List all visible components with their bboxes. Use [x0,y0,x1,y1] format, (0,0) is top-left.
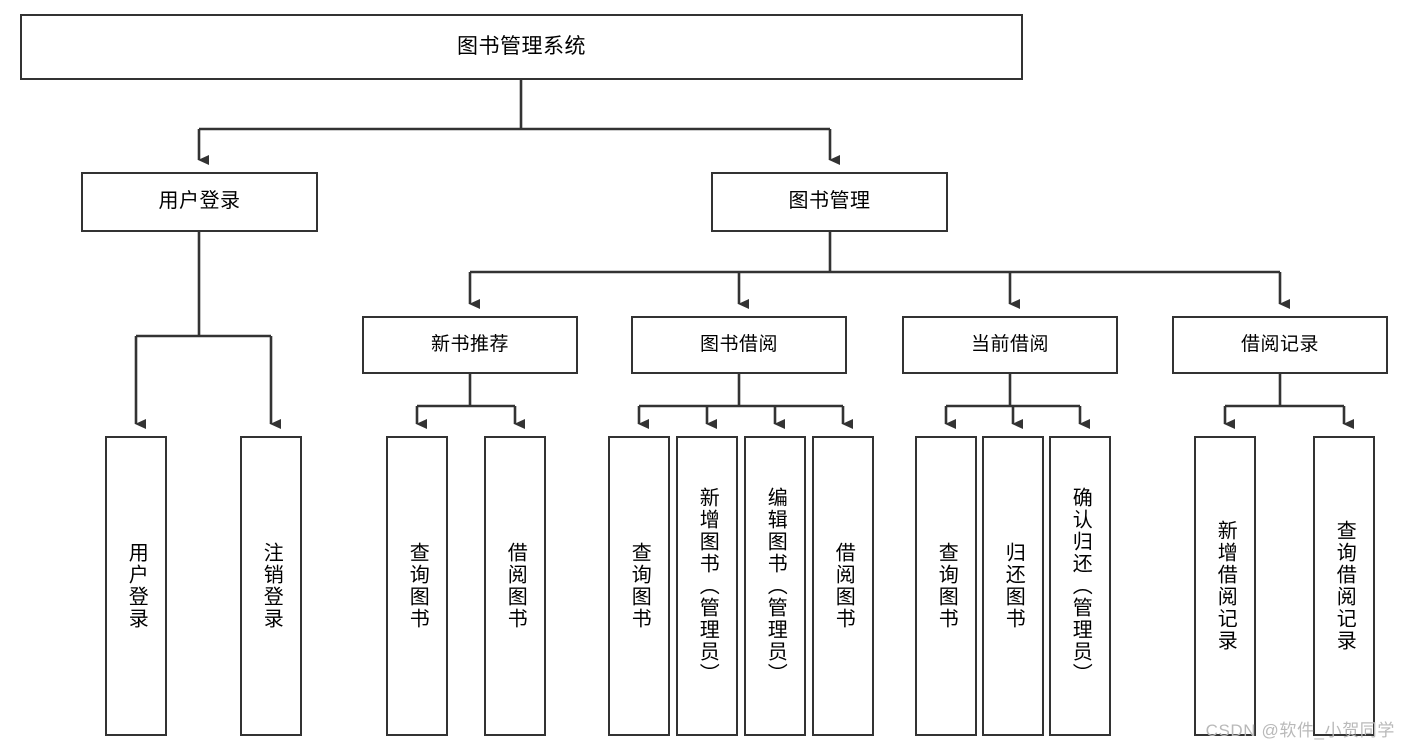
node-label: 查询图书 [935,542,958,630]
leaf-user-login[interactable]: 用户登录 [105,436,167,736]
node-label: 图书借阅 [699,333,778,355]
node-label: 借阅记录 [1240,333,1319,355]
node-root-book-management-system[interactable]: 图书管理系统 [20,14,1023,80]
node-book-manage[interactable]: 图书管理 [711,172,948,232]
node-label: 确认归还（管理员） [1069,487,1092,685]
node-label: 查询借阅记录 [1333,520,1356,652]
node-label: 用户登录 [125,542,148,630]
leaf-confirm-return-admin[interactable]: 确认归还（管理员） [1049,436,1111,736]
leaf-borrow-book-recommend[interactable]: 借阅图书 [484,436,546,736]
node-label: 查询图书 [406,542,429,630]
node-label: 借阅图书 [832,542,855,630]
node-label: 图书管理 [788,190,871,213]
node-label: 借阅图书 [504,542,527,630]
leaf-logout-login[interactable]: 注销登录 [240,436,302,736]
node-borrow-record[interactable]: 借阅记录 [1172,316,1388,374]
leaf-query-borrow-record[interactable]: 查询借阅记录 [1313,436,1375,736]
node-label: 当前借阅 [970,333,1049,355]
leaf-add-borrow-record[interactable]: 新增借阅记录 [1194,436,1256,736]
leaf-query-book-borrow[interactable]: 查询图书 [608,436,670,736]
node-new-book-recommend[interactable]: 新书推荐 [362,316,578,374]
leaf-query-book-current[interactable]: 查询图书 [915,436,977,736]
leaf-borrow-book[interactable]: 借阅图书 [812,436,874,736]
leaf-query-book-recommend[interactable]: 查询图书 [386,436,448,736]
node-label: 新增图书（管理员） [696,487,719,685]
leaf-edit-book-admin[interactable]: 编辑图书（管理员） [744,436,806,736]
csdn-watermark: CSDN @软件_小贺同学 [1205,721,1395,740]
node-label: 编辑图书（管理员） [764,487,787,685]
node-label: 查询图书 [628,542,651,630]
node-label: 用户登录 [158,190,241,213]
node-user-login[interactable]: 用户登录 [81,172,318,232]
leaf-add-book-admin[interactable]: 新增图书（管理员） [676,436,738,736]
node-label: 图书管理系统 [457,34,586,58]
node-label: 注销登录 [260,542,283,630]
node-label: 新增借阅记录 [1214,520,1237,652]
node-label: 归还图书 [1002,542,1025,630]
node-book-borrow[interactable]: 图书借阅 [631,316,847,374]
leaf-return-book[interactable]: 归还图书 [982,436,1044,736]
node-current-borrow[interactable]: 当前借阅 [902,316,1118,374]
node-label: 新书推荐 [430,333,509,355]
